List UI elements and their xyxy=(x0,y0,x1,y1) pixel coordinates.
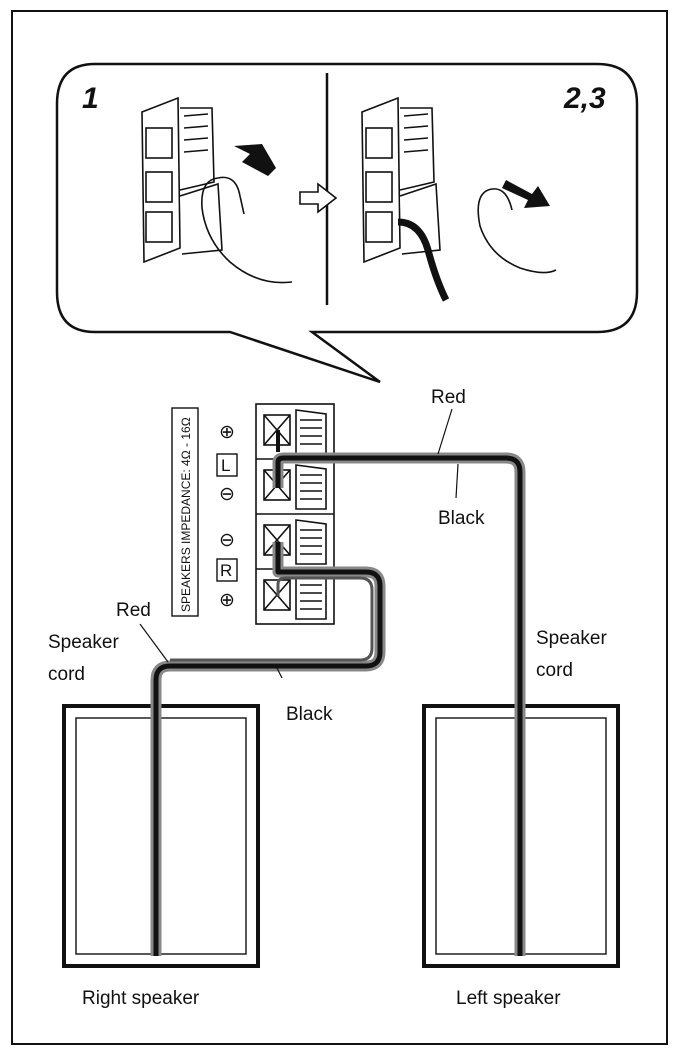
channel-l-label: L xyxy=(221,456,230,475)
release-arrow-icon xyxy=(502,180,550,208)
speaker-cord-label-left-line2: cord xyxy=(48,664,85,685)
right-speaker-label: Right speaker xyxy=(82,988,200,1009)
channel-r-label: R xyxy=(220,561,232,580)
channel-r-box xyxy=(216,558,238,582)
minus-symbol-r: ⊖ xyxy=(219,530,235,551)
next-step-arrow-icon xyxy=(299,182,338,214)
impedance-label: SPEAKERS IMPEDANCE: 4Ω - 16Ω xyxy=(179,417,193,612)
red-wire-label-top: Red xyxy=(431,387,466,408)
step-1-terminal-illustration xyxy=(141,96,223,264)
red-wire-label-bottom: Red xyxy=(116,600,151,621)
speaker-cord-label-right-line1: Speaker xyxy=(536,628,607,649)
step-1-label: 1 xyxy=(82,82,99,115)
channel-l-box xyxy=(216,453,238,477)
impedance-label-box xyxy=(171,407,199,617)
push-arrow-icon xyxy=(234,144,276,176)
minus-symbol-l: ⊖ xyxy=(219,484,235,505)
finger-icon xyxy=(201,177,293,284)
black-wire-label-top: Black xyxy=(438,508,485,529)
speaker-terminal-block xyxy=(255,403,335,625)
plus-symbol-r: ⊕ xyxy=(219,590,235,611)
plus-symbol-l: ⊕ xyxy=(219,422,235,443)
leader-lines xyxy=(139,408,459,679)
step-2-3-terminal-illustration xyxy=(361,96,441,264)
speaker-cord-label-right-line2: cord xyxy=(536,660,573,681)
step-2-3-label: 2,3 xyxy=(563,82,606,115)
left-speaker-label: Left speaker xyxy=(456,988,561,1009)
released-finger-icon xyxy=(477,189,557,274)
black-wire-label-bottom: Black xyxy=(286,704,333,725)
speaker-cord-label-left-line1: Speaker xyxy=(48,632,119,653)
inserted-wire xyxy=(397,218,450,302)
